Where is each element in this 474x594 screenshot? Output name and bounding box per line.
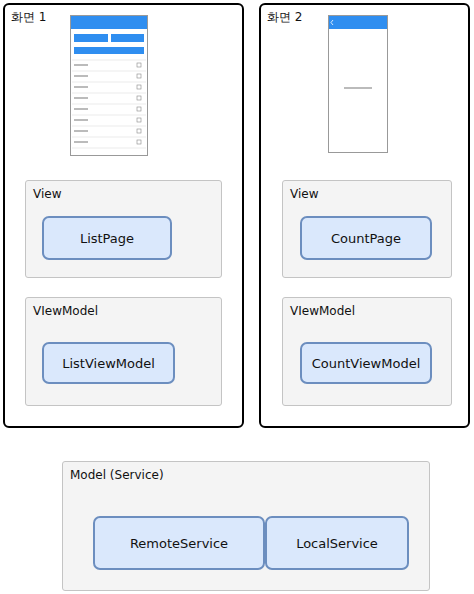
- layer-box: ViewListPage: [25, 180, 222, 278]
- component-name: CountViewModel: [312, 356, 421, 371]
- component-name: ListViewModel: [62, 356, 155, 371]
- phone-screenshot: [328, 15, 388, 153]
- phone-screenshot: [70, 15, 148, 156]
- box-heading: VIewModel: [33, 304, 98, 318]
- component-name: ListPage: [80, 231, 134, 246]
- component-box: LocalService: [265, 516, 409, 570]
- component-name: CountPage: [331, 231, 401, 246]
- layer-box: VIewModelListViewModel: [25, 297, 222, 406]
- box-heading: VIewModel: [290, 304, 355, 318]
- component-box: CountPage: [300, 216, 432, 260]
- box-heading: 화면 1: [11, 9, 46, 26]
- component-name: RemoteService: [130, 536, 228, 551]
- component-box: RemoteService: [93, 516, 265, 570]
- component-box: ListPage: [42, 216, 172, 260]
- component-box: CountViewModel: [300, 342, 432, 384]
- box-heading: 화면 2: [267, 9, 302, 26]
- box-heading: Model (Service): [70, 468, 164, 482]
- component-name: LocalService: [296, 536, 378, 551]
- box-heading: View: [33, 187, 61, 201]
- layer-box: VIewModelCountViewModel: [282, 297, 452, 406]
- component-box: ListViewModel: [42, 342, 175, 384]
- box-heading: View: [290, 187, 318, 201]
- layer-box: Model (Service) RemoteService LocalService: [62, 461, 430, 591]
- layer-box: ViewCountPage: [282, 180, 452, 278]
